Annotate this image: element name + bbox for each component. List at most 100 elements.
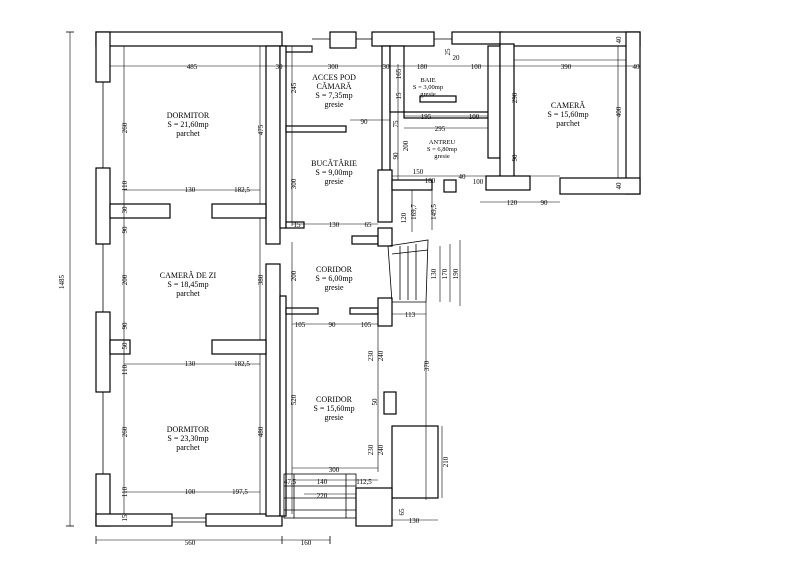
dim-r3-480: 480: [257, 426, 265, 437]
dim-b-180: 180: [425, 177, 436, 185]
dim-c-475: 47,5: [284, 478, 297, 486]
dim-b-120: 120: [400, 212, 408, 223]
dim-c-230a: 230: [367, 350, 375, 361]
dimension-labels: 1485 560 160 485 30 300 30 180 100 390 4…: [58, 36, 640, 547]
dim-c-105a: 105: [295, 321, 306, 329]
dim-b-40: 40: [459, 173, 467, 181]
dim-k-15: 15: [294, 221, 302, 229]
dim-left-260a: 260: [121, 122, 129, 133]
wall-bath-fixture: [419, 95, 457, 103]
room-baie: BAIE S = 3,00mp gresie: [413, 77, 443, 98]
dim-k-65: 65: [365, 221, 373, 229]
dim-left-90a: 90: [121, 226, 129, 234]
room-labels: DORMITOR S = 21,60mp parchet CAMERĂ DE Z…: [160, 73, 589, 452]
wall-room-right-bottom-b: [559, 177, 641, 195]
dimension-lines: [66, 31, 640, 544]
dim-c-65: 65: [398, 508, 406, 516]
room-area: S = 9,00mp: [315, 168, 352, 177]
wall-partition-b: [265, 263, 281, 517]
room-name: ANTREU: [429, 139, 456, 146]
dim-top-100: 100: [471, 63, 482, 71]
room-floor: gresie: [434, 153, 450, 160]
room-camera-de-zi: CAMERĂ DE ZI S = 18,45mp parchet: [160, 271, 217, 298]
dim-e-40a: 40: [615, 36, 623, 44]
room-name-2: CĂMARĂ: [316, 82, 351, 91]
dim-e-100: 100: [473, 178, 484, 186]
room-bucatarie: BUCĂTĂRIE S = 9,00mp gresie: [311, 159, 357, 186]
wall-top-left: [95, 31, 283, 47]
dim-left-90b: 90: [121, 322, 129, 330]
dim-c-300: 300: [329, 466, 340, 474]
room-floor: parchet: [176, 289, 200, 298]
room-area: S = 6,00mp: [315, 274, 352, 283]
dim-b-90: 90: [392, 152, 400, 160]
dim-c-90: 90: [329, 321, 337, 329]
room-name: CORIDOR: [316, 265, 353, 274]
dim-k-245: 245: [290, 82, 298, 93]
room-name: CAMERĂ DE ZI: [160, 271, 217, 280]
dim-c-113: 113: [405, 311, 416, 319]
dim-k-130: 130: [329, 221, 340, 229]
dim-c-1125: 112,5: [356, 478, 372, 486]
dim-top-300: 300: [328, 63, 339, 71]
wall-stair-column: [377, 227, 393, 247]
dim-r3-100: 100: [185, 488, 196, 496]
dim-top-485: 485: [187, 63, 198, 71]
dim-c-230b: 230: [367, 444, 375, 455]
dim-b-150: 150: [413, 168, 424, 176]
dim-left-200: 200: [121, 274, 129, 285]
dim-r1-1825: 182,5: [234, 186, 250, 194]
wall-room2-bottom-b: [211, 339, 267, 355]
wall-room2-bottom-a: [109, 339, 131, 355]
dim-b-295: 295: [435, 125, 446, 133]
dim-e-20: 20: [453, 54, 461, 62]
wall-bottom-right: [355, 487, 393, 527]
room-area: S = 18,45mp: [167, 280, 208, 289]
dim-e-40b: 40: [615, 182, 623, 190]
dim-bottom-160: 160: [301, 539, 312, 547]
wall-room1-bottom-b: [211, 203, 267, 219]
room-camera: CAMERĂ S = 15,60mp parchet: [547, 101, 588, 128]
dim-c-520: 520: [290, 394, 298, 405]
dim-c-50: 50: [371, 398, 379, 406]
room-floor: parchet: [176, 443, 200, 452]
wall-corridor-left-b: [279, 295, 287, 517]
room-name: BAIE: [420, 77, 435, 84]
room-area: S = 6,80mp: [427, 146, 457, 153]
dim-k-90: 90: [361, 118, 369, 126]
walls: [95, 31, 641, 527]
wall-top-right-b: [451, 31, 503, 45]
wall-corridor-right-column: [383, 391, 397, 415]
room-area: S = 3,00mp: [413, 84, 443, 91]
wall-corridor-mid-b: [349, 307, 379, 315]
wall-left-b: [95, 311, 111, 393]
room-name: ACCES POD: [312, 73, 356, 82]
wall-room1-bottom-a: [109, 203, 171, 219]
room-name: CORIDOR: [316, 395, 353, 404]
dim-overall-height: 1485: [58, 275, 66, 290]
room-floor: parchet: [176, 129, 200, 138]
room-dormitor-2: DORMITOR S = 23,30mp parchet: [167, 425, 210, 452]
wall-partition-a: [265, 45, 281, 245]
windows: [102, 38, 452, 523]
wall-bath-left: [389, 45, 405, 113]
wall-corridor-right: [377, 297, 393, 327]
room-name: DORMITOR: [167, 425, 210, 434]
dim-top-40: 40: [633, 63, 641, 71]
room-name: DORMITOR: [167, 111, 210, 120]
dim-s-190: 190: [452, 268, 460, 279]
room-area: S = 15,60mp: [547, 110, 588, 119]
dim-b-75: 75: [392, 120, 400, 128]
dim-c-370: 370: [423, 360, 431, 371]
dim-c-130: 130: [409, 517, 420, 525]
room-area: S = 15,60mp: [313, 404, 354, 413]
wall-entry-block: [391, 425, 439, 499]
room-floor: parchet: [556, 119, 580, 128]
room-name: BUCĂTĂRIE: [311, 159, 357, 168]
room-area: S = 23,30mp: [167, 434, 208, 443]
dim-left-30: 30: [121, 206, 129, 214]
dim-r2-1825: 182,5: [234, 360, 250, 368]
room-antreu: ANTREU S = 6,80mp gresie: [427, 139, 457, 160]
wall-kitchen-right-b: [377, 169, 393, 223]
room-floor: gresie: [324, 413, 344, 422]
